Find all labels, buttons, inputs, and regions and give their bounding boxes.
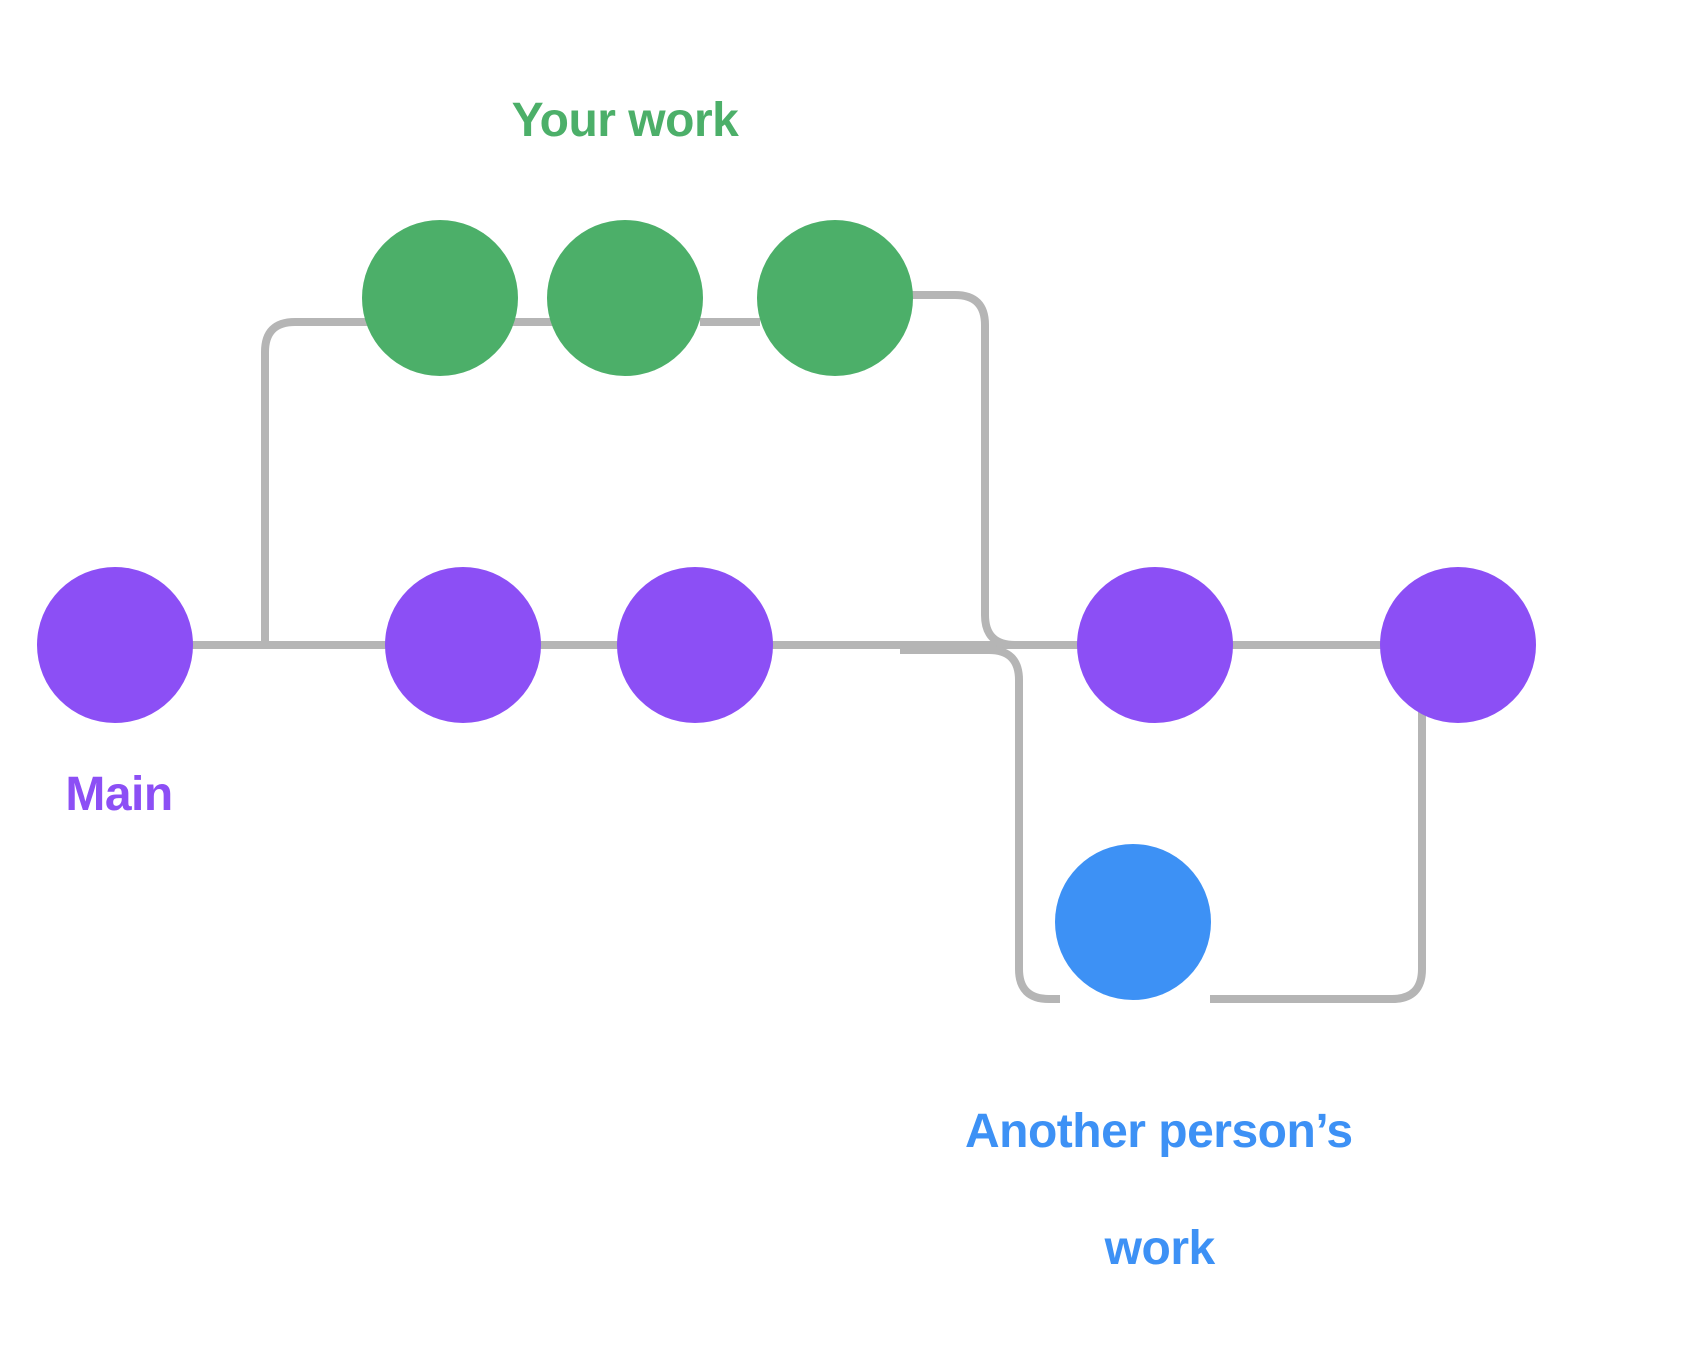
branch-label-main: Main bbox=[65, 768, 173, 821]
connector-merge-your-work bbox=[908, 291, 1060, 649]
connector-branch-out-other bbox=[900, 646, 1060, 1003]
commit-node-main-1[interactable] bbox=[37, 567, 193, 723]
commit-node-work-3[interactable] bbox=[757, 220, 913, 376]
connector-layer bbox=[190, 291, 1470, 1003]
commit-node-work-2[interactable] bbox=[547, 220, 703, 376]
branch-label-your-work: Your work bbox=[511, 94, 739, 147]
your-work-branch-nodes bbox=[362, 220, 913, 376]
commit-node-main-3[interactable] bbox=[617, 567, 773, 723]
branch-label-another-person: Another person’s work bbox=[880, 1044, 1388, 1337]
branch-label-another-person-line1: Another person’s bbox=[964, 1104, 1353, 1158]
commit-node-main-2[interactable] bbox=[385, 567, 541, 723]
main-branch-nodes bbox=[37, 567, 1536, 723]
other-person-branch-nodes bbox=[1055, 844, 1211, 1000]
commit-node-work-1[interactable] bbox=[362, 220, 518, 376]
branch-label-another-person-line2: work bbox=[1104, 1221, 1216, 1275]
connector-branch-out-your-work bbox=[261, 318, 368, 645]
commit-node-main-5[interactable] bbox=[1380, 567, 1536, 723]
commit-node-other-1[interactable] bbox=[1055, 844, 1211, 1000]
commit-node-main-4[interactable] bbox=[1077, 567, 1233, 723]
